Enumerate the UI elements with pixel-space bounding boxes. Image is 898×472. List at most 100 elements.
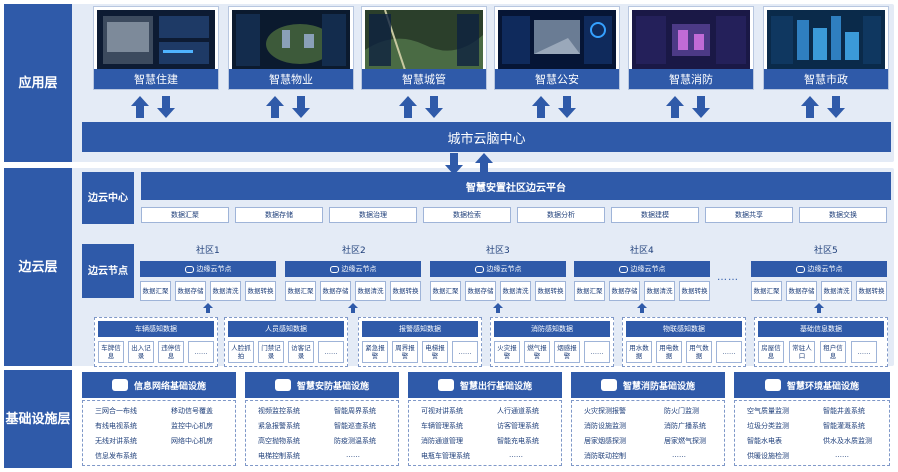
platform-function-chip[interactable]: 数据分析 (517, 207, 605, 223)
node-function-cell[interactable]: 数据汇聚 (751, 281, 782, 301)
facility-item[interactable]: 视频监控系统 (258, 407, 300, 415)
facility-item[interactable]: 紧急报警系统 (258, 422, 300, 430)
node-function-cell[interactable]: 数据存储 (320, 281, 351, 301)
facility-item[interactable]: 供暖设施检测 (747, 452, 789, 460)
node-function-cell[interactable]: 数据清洗 (500, 281, 531, 301)
perception-cell[interactable]: 用气数据 (686, 341, 712, 363)
facility-item[interactable]: 智能井盖系统 (823, 407, 865, 415)
facility-item[interactable]: 移动信号覆盖 (171, 407, 213, 415)
facility-group-fire[interactable]: 智慧消防基础设施 火灾探测报警 防火门监测 消防设施监测 消防广播系统 居家烟感… (571, 372, 725, 466)
edge-node-header[interactable]: 边缘云节点 (574, 261, 710, 277)
perception-group-fire[interactable]: 消防感知数据 火灾报警 燃气报警 烟感报警 …… (490, 317, 614, 367)
perception-cell[interactable]: 紧急报警 (362, 341, 388, 363)
perception-group-alarm[interactable]: 报警感知数据 紧急报警 周界报警 电梯报警 …… (358, 317, 482, 367)
node-function-cell[interactable]: 数据清洗 (210, 281, 241, 301)
perception-cell[interactable]: 周界报警 (392, 341, 418, 363)
platform-function-chip[interactable]: 数据治理 (329, 207, 417, 223)
node-function-cell[interactable]: 数据存储 (786, 281, 817, 301)
node-function-cell[interactable]: 数据转换 (535, 281, 566, 301)
facility-item[interactable]: 网络中心机房 (171, 437, 213, 445)
facility-item[interactable]: 智能巡查系统 (334, 422, 376, 430)
edge-platform-bar[interactable]: 智慧安置社区边云平台 (141, 172, 891, 200)
facility-item[interactable]: 三网合一布线 (95, 407, 137, 415)
facility-item[interactable]: 火灾探测报警 (584, 407, 626, 415)
perception-cell[interactable]: 门禁记录 (258, 341, 284, 363)
perception-cell[interactable]: …… (851, 341, 877, 363)
facility-group-travel[interactable]: 智慧出行基础设施 可视对讲系统 人行通道系统 车辆管理系统 访客管理系统 消防通… (408, 372, 562, 466)
perception-cell[interactable]: 访客记录 (288, 341, 314, 363)
perception-cell[interactable]: 用水数据 (626, 341, 652, 363)
facility-item[interactable]: 访客管理系统 (497, 422, 539, 430)
facility-item[interactable]: 无线对讲系统 (95, 437, 137, 445)
facility-item[interactable]: 智能充电系统 (497, 437, 539, 445)
node-function-cell[interactable]: 数据汇聚 (140, 281, 171, 301)
edge-node-header[interactable]: 边缘云节点 (430, 261, 566, 277)
platform-function-chip[interactable]: 数据建模 (611, 207, 699, 223)
perception-cell[interactable]: 燃气报警 (524, 341, 550, 363)
perception-group-vehicle[interactable]: 车辆感知数据 车牌信息 出入记录 违停信息 …… (94, 317, 218, 367)
platform-function-chip[interactable]: 数据存储 (235, 207, 323, 223)
node-function-cell[interactable]: 数据转换 (679, 281, 710, 301)
facility-item[interactable]: 人行通道系统 (497, 407, 539, 415)
perception-group-basic[interactable]: 基础信息数据 房屋信息 常驻人口 租户信息 …… (754, 317, 888, 367)
perception-group-iot[interactable]: 物联感知数据 用水数据 用电数据 用气数据 …… (622, 317, 746, 367)
node-function-cell[interactable]: 数据转换 (245, 281, 276, 301)
perception-cell[interactable]: 车牌信息 (98, 341, 124, 363)
facility-item[interactable]: 电瓶车管理系统 (421, 452, 470, 460)
platform-function-chip[interactable]: 数据汇聚 (141, 207, 229, 223)
edge-node-header[interactable]: 边缘云节点 (751, 261, 887, 277)
node-function-cell[interactable]: 数据汇聚 (285, 281, 316, 301)
facility-item[interactable]: 防火门监测 (664, 407, 699, 415)
facility-item[interactable]: 消防通道管理 (421, 437, 463, 445)
perception-cell[interactable]: 常驻人口 (789, 341, 815, 363)
node-function-cell[interactable]: 数据汇聚 (430, 281, 461, 301)
perception-cell[interactable]: 用电数据 (656, 341, 682, 363)
perception-cell[interactable]: 出入记录 (128, 341, 154, 363)
perception-cell[interactable]: …… (318, 341, 344, 363)
facility-item[interactable]: 供水及水质监测 (823, 437, 872, 445)
node-function-cell[interactable]: 数据存储 (609, 281, 640, 301)
facility-item[interactable]: 居家燃气探测 (664, 437, 706, 445)
perception-group-personnel[interactable]: 人员感知数据 人脸抓拍 门禁记录 访客记录 …… (224, 317, 348, 367)
perception-cell[interactable]: 烟感报警 (554, 341, 580, 363)
perception-cell[interactable]: 人脸抓拍 (228, 341, 254, 363)
facility-item[interactable]: 垃圾分类监测 (747, 422, 789, 430)
facility-item[interactable]: 电梯控制系统 (258, 452, 300, 460)
facility-item[interactable]: 居家烟感探测 (584, 437, 626, 445)
facility-item[interactable]: 有线电视系统 (95, 422, 137, 430)
node-function-cell[interactable]: 数据转换 (390, 281, 421, 301)
facility-item[interactable]: 消防设施监测 (584, 422, 626, 430)
perception-cell[interactable]: 电梯报警 (422, 341, 448, 363)
node-function-cell[interactable]: 数据存储 (175, 281, 206, 301)
facility-item[interactable]: 消防广播系统 (664, 422, 706, 430)
app-card-property[interactable]: 智慧物业 (228, 6, 354, 90)
facility-item[interactable]: 消防联动控制 (584, 452, 626, 460)
platform-function-chip[interactable]: 数据共享 (705, 207, 793, 223)
app-card-police[interactable]: 智慧公安 (494, 6, 620, 90)
perception-cell[interactable]: …… (452, 341, 478, 363)
facility-item[interactable]: 空气质量监测 (747, 407, 789, 415)
app-card-urban[interactable]: 智慧城管 (361, 6, 487, 90)
perception-cell[interactable]: …… (584, 341, 610, 363)
platform-function-chip[interactable]: 数据检索 (423, 207, 511, 223)
node-function-cell[interactable]: 数据清洗 (355, 281, 386, 301)
facility-item[interactable]: 高空抛物系统 (258, 437, 300, 445)
facility-item[interactable]: 信息发布系统 (95, 452, 137, 460)
perception-cell[interactable]: …… (716, 341, 742, 363)
perception-cell[interactable]: 房屋信息 (758, 341, 784, 363)
facility-group-security[interactable]: 智慧安防基础设施 视频监控系统 智能周界系统 紧急报警系统 智能巡查系统 高空抛… (245, 372, 399, 466)
perception-cell[interactable]: 租户信息 (820, 341, 846, 363)
facility-item[interactable]: 防疫测温系统 (334, 437, 376, 445)
perception-cell[interactable]: 火灾报警 (494, 341, 520, 363)
node-function-cell[interactable]: 数据清洗 (821, 281, 852, 301)
facility-item[interactable]: 监控中心机房 (171, 422, 213, 430)
edge-node-header[interactable]: 边缘云节点 (140, 261, 276, 277)
app-card-housing[interactable]: 智慧住建 (93, 6, 219, 90)
node-function-cell[interactable]: 数据存储 (465, 281, 496, 301)
facility-group-environment[interactable]: 智慧环境基础设施 空气质量监测 智能井盖系统 垃圾分类监测 智能灌溉系统 智能水… (734, 372, 890, 466)
node-function-cell[interactable]: 数据清洗 (644, 281, 675, 301)
facility-item[interactable]: 智能水电表 (747, 437, 782, 445)
node-function-cell[interactable]: 数据转换 (856, 281, 887, 301)
facility-item[interactable]: 智能周界系统 (334, 407, 376, 415)
node-function-cell[interactable]: 数据汇聚 (574, 281, 605, 301)
